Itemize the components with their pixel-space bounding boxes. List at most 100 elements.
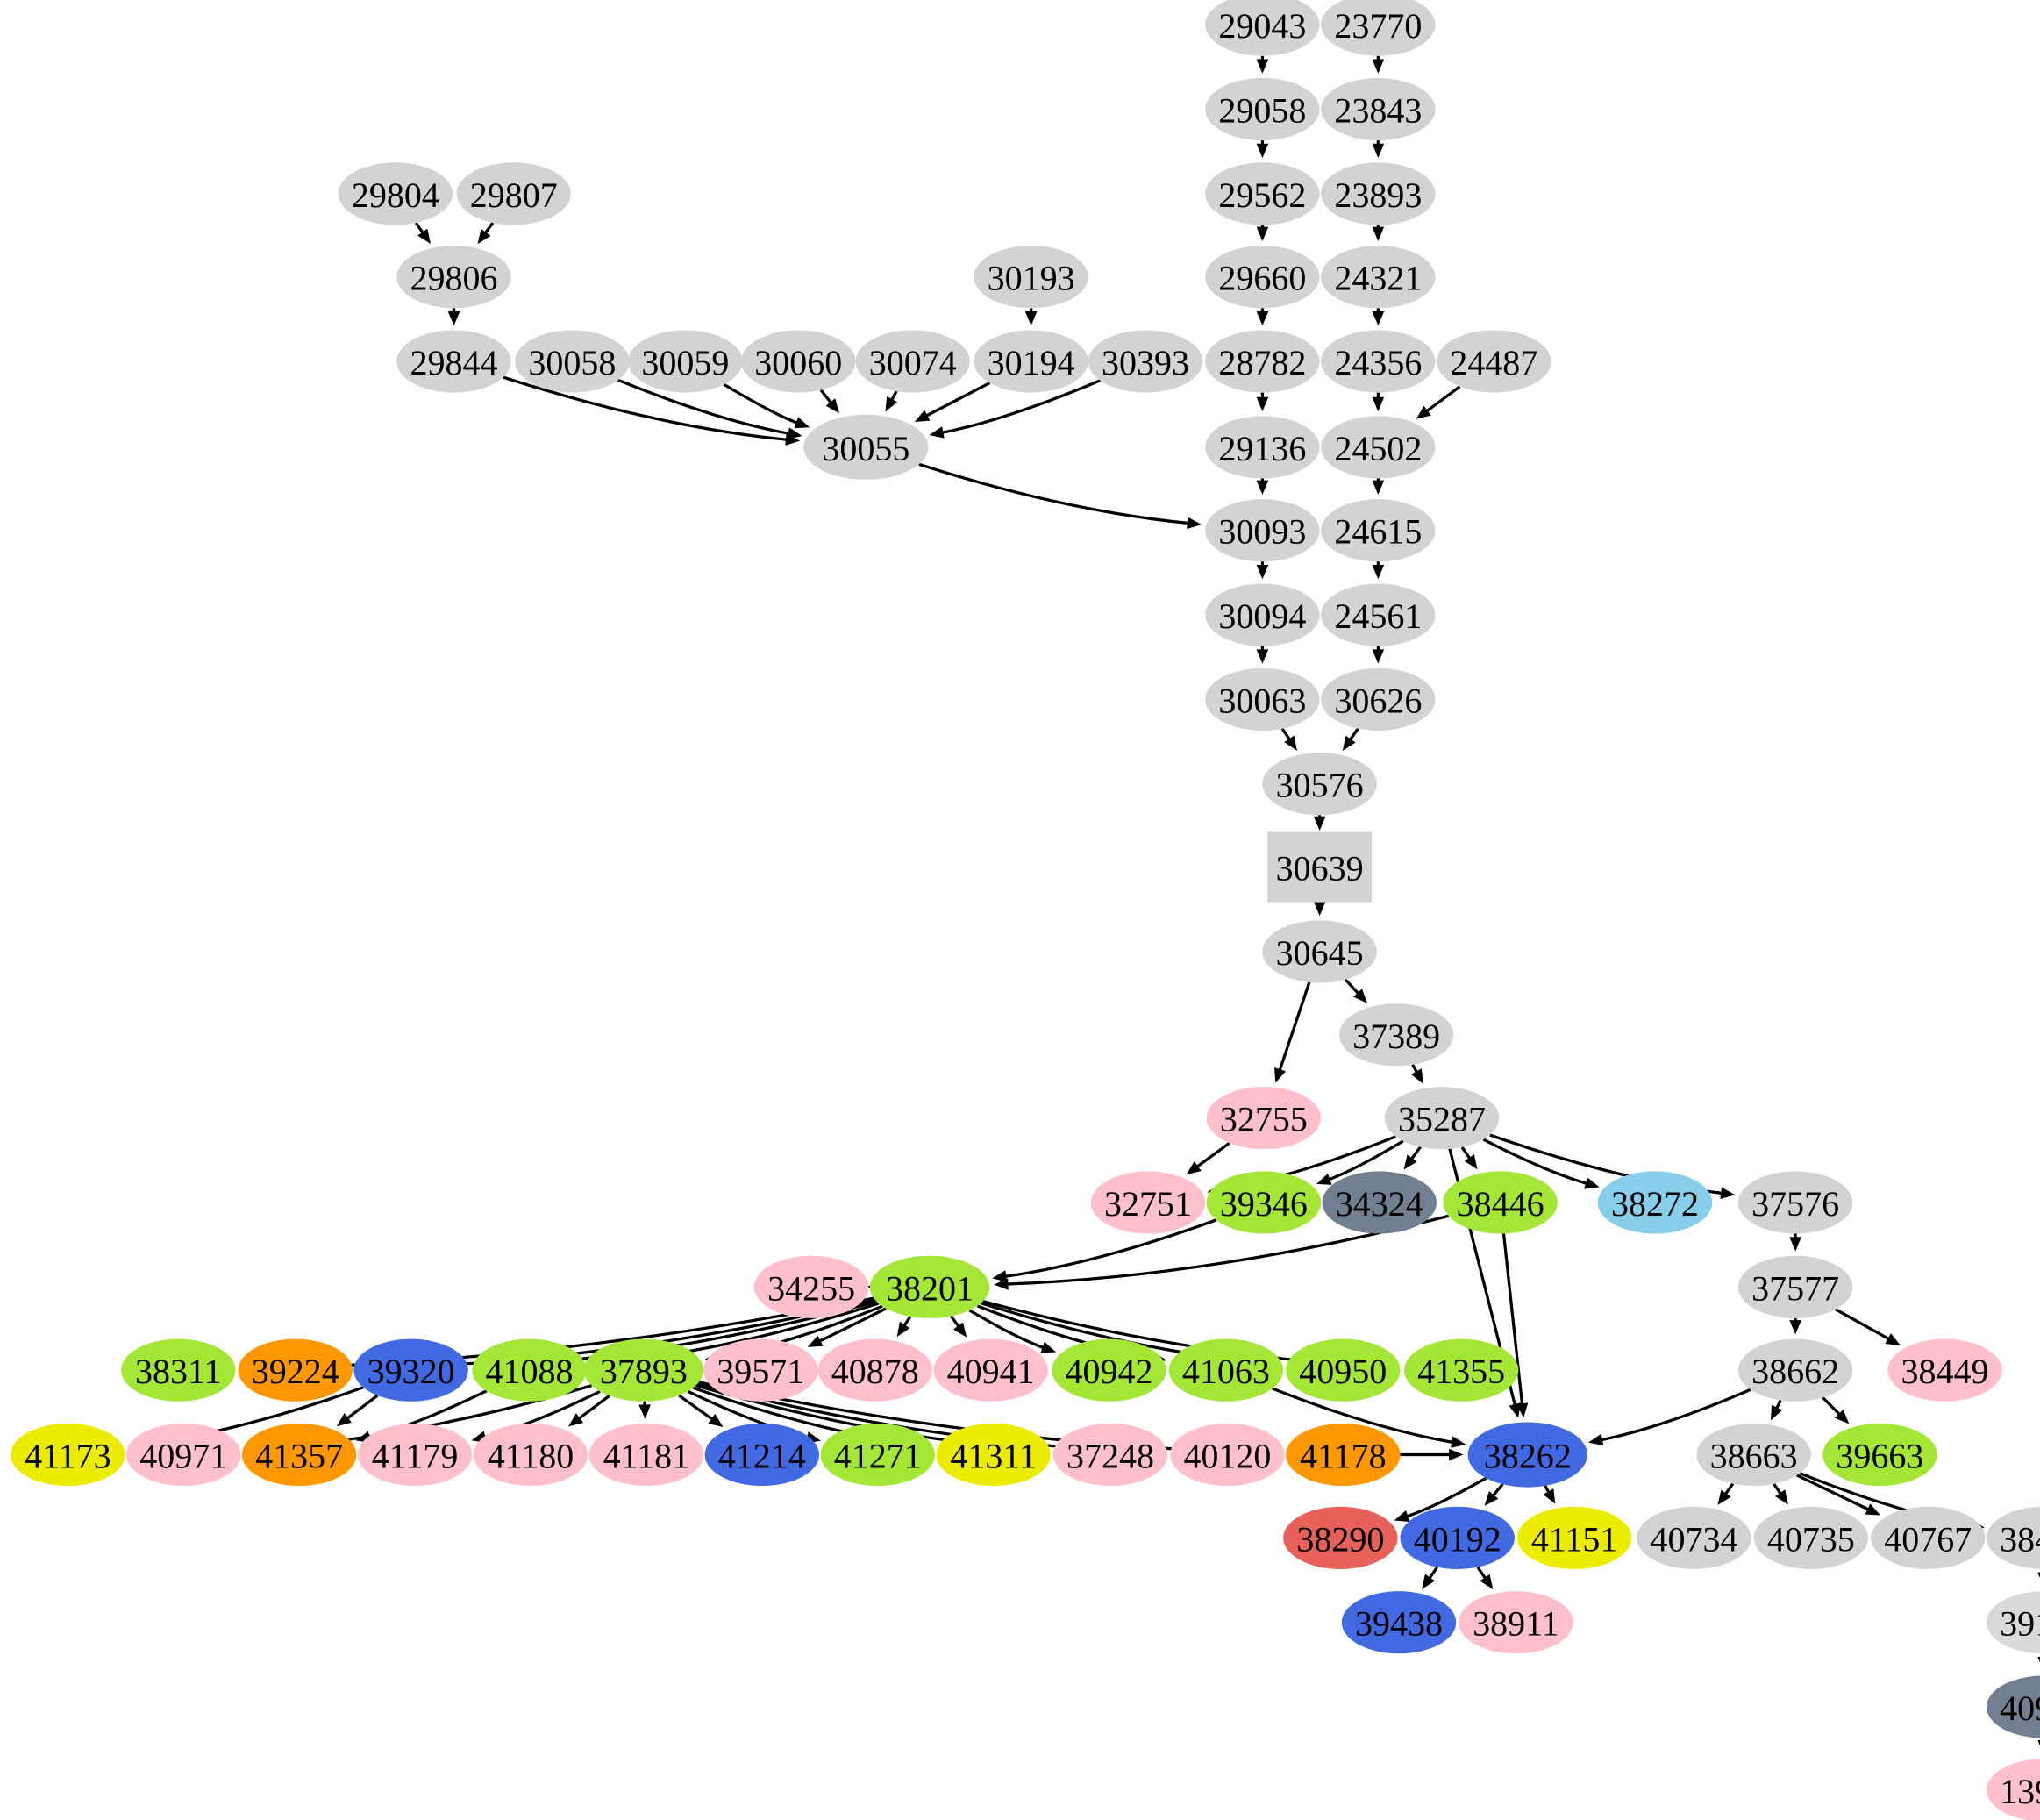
node-ellipse-shape[interactable] (1321, 583, 1436, 646)
node-ellipse-shape[interactable] (741, 330, 856, 393)
node-ellipse-shape[interactable] (817, 1338, 932, 1402)
graph-node[interactable]: 30094 (1205, 583, 1320, 646)
graph-node[interactable]: 40734 (1637, 1506, 1751, 1569)
node-ellipse-shape[interactable] (1262, 920, 1377, 983)
node-ellipse-shape[interactable] (473, 1423, 588, 1487)
node-ellipse-shape[interactable] (1205, 162, 1320, 225)
node-ellipse-shape[interactable] (1205, 246, 1320, 309)
node-ellipse-shape[interactable] (1321, 77, 1436, 141)
graph-node[interactable]: 24615 (1321, 499, 1436, 562)
node-ellipse-shape[interactable] (1321, 667, 1436, 731)
graph-node[interactable]: 23893 (1321, 162, 1436, 225)
node-ellipse-shape[interactable] (1443, 1171, 1558, 1234)
node-ellipse-shape[interactable] (1321, 162, 1436, 225)
graph-node[interactable]: 23843 (1321, 77, 1436, 141)
graph-node[interactable]: 30074 (855, 330, 970, 393)
graph-node[interactable]: 40942 (1052, 1338, 1166, 1402)
graph-node[interactable]: 29844 (396, 330, 511, 393)
node-ellipse-shape[interactable] (855, 330, 970, 393)
node-ellipse-shape[interactable] (456, 162, 571, 225)
node-ellipse-shape[interactable] (121, 1338, 236, 1402)
graph-node[interactable]: 30393 (1088, 330, 1203, 393)
graph-node[interactable]: 29804 (338, 162, 453, 225)
graph-node[interactable]: 30645 (1262, 920, 1377, 983)
node-ellipse-shape[interactable] (1321, 499, 1436, 562)
node-ellipse-shape[interactable] (1321, 0, 1436, 56)
graph-node[interactable]: 41063 (1168, 1338, 1284, 1402)
graph-node[interactable]: 39224 (238, 1338, 353, 1402)
node-ellipse-shape[interactable] (1283, 1506, 1398, 1569)
node-ellipse-shape[interactable] (238, 1338, 353, 1402)
node-ellipse-shape[interactable] (1286, 1423, 1401, 1487)
node-ellipse-shape[interactable] (1459, 1591, 1573, 1654)
graph-node[interactable]: 24502 (1321, 416, 1436, 479)
node-ellipse-shape[interactable] (1168, 1338, 1284, 1402)
graph-node[interactable]: 38272 (1597, 1171, 1713, 1234)
node-ellipse-shape[interactable] (1052, 1338, 1166, 1402)
graph-node[interactable]: 29136 (1205, 416, 1320, 479)
graph-node[interactable]: 41178 (1286, 1423, 1401, 1487)
node-ellipse-shape[interactable] (1384, 1087, 1500, 1150)
graph-node[interactable]: 39438 (1341, 1591, 1457, 1654)
node-ellipse-shape[interactable] (1205, 330, 1320, 393)
graph-node[interactable]: 40735 (1753, 1506, 1869, 1569)
graph-node[interactable]: 30639 (1267, 831, 1372, 903)
graph-node[interactable]: 29807 (456, 162, 571, 225)
node-ellipse-shape[interactable] (1321, 246, 1436, 309)
node-ellipse-shape[interactable] (1737, 1255, 1853, 1318)
node-ellipse-shape[interactable] (803, 414, 929, 480)
node-ellipse-shape[interactable] (1986, 1506, 2040, 1569)
graph-node[interactable]: 29043 (1205, 0, 1320, 56)
node-ellipse-shape[interactable] (1321, 330, 1436, 393)
node-ellipse-shape[interactable] (1205, 499, 1320, 562)
node-ellipse-shape[interactable] (353, 1338, 468, 1402)
node-ellipse-shape[interactable] (1637, 1506, 1751, 1569)
graph-node[interactable]: 41151 (1516, 1506, 1632, 1569)
node-ellipse-shape[interactable] (396, 246, 511, 309)
node-ellipse-shape[interactable] (1400, 1506, 1515, 1569)
node-box-shape[interactable] (1267, 831, 1372, 903)
graph-node[interactable]: 30093 (1205, 499, 1320, 562)
node-ellipse-shape[interactable] (820, 1423, 935, 1487)
node-ellipse-shape[interactable] (1986, 1675, 2040, 1738)
node-ellipse-shape[interactable] (1696, 1423, 1811, 1487)
graph-node[interactable]: 37893 (583, 1338, 704, 1402)
graph-node[interactable]: 35287 (1384, 1087, 1500, 1150)
node-ellipse-shape[interactable] (1170, 1423, 1285, 1487)
graph-node[interactable]: 30194 (974, 330, 1088, 393)
node-ellipse-shape[interactable] (1887, 1338, 2002, 1402)
graph-node[interactable]: 39346 (1206, 1171, 1322, 1234)
graph-node[interactable]: 30060 (741, 330, 856, 393)
node-ellipse-shape[interactable] (1822, 1423, 1937, 1487)
graph-node[interactable]: 32751 (1090, 1171, 1206, 1234)
graph-node[interactable]: 41271 (820, 1423, 935, 1487)
node-ellipse-shape[interactable] (974, 330, 1088, 393)
graph-node[interactable]: 24487 (1437, 330, 1551, 393)
node-ellipse-shape[interactable] (583, 1338, 704, 1402)
graph-node[interactable]: 40926 (1986, 1675, 2040, 1738)
graph-node[interactable]: 38311 (121, 1338, 236, 1402)
node-ellipse-shape[interactable] (1467, 1422, 1587, 1488)
graph-node[interactable]: 38446 (1443, 1171, 1558, 1234)
graph-node[interactable]: 30055 (803, 414, 929, 480)
graph-node[interactable]: 38457 (1986, 1506, 2040, 1569)
graph-node[interactable]: 38662 (1737, 1338, 1853, 1402)
node-ellipse-shape[interactable] (1206, 1087, 1322, 1150)
graph-node[interactable]: 32755 (1206, 1087, 1322, 1150)
graph-node[interactable]: 41357 (241, 1423, 357, 1487)
graph-node[interactable]: 34324 (1322, 1171, 1437, 1234)
node-ellipse-shape[interactable] (1753, 1506, 1869, 1569)
graph-node[interactable]: 30626 (1321, 667, 1436, 731)
node-ellipse-shape[interactable] (1205, 416, 1320, 479)
graph-node[interactable]: 29660 (1205, 246, 1320, 309)
node-ellipse-shape[interactable] (1090, 1171, 1206, 1234)
node-ellipse-shape[interactable] (1403, 1338, 1519, 1402)
graph-node[interactable]: 41181 (588, 1423, 704, 1487)
node-ellipse-shape[interactable] (974, 246, 1088, 309)
graph-node[interactable]: 37577 (1737, 1255, 1853, 1318)
node-ellipse-shape[interactable] (338, 162, 453, 225)
graph-node[interactable]: 30059 (628, 330, 743, 393)
node-ellipse-shape[interactable] (241, 1423, 357, 1487)
graph-node[interactable]: 38290 (1283, 1506, 1398, 1569)
graph-node[interactable]: 29058 (1205, 77, 1320, 141)
